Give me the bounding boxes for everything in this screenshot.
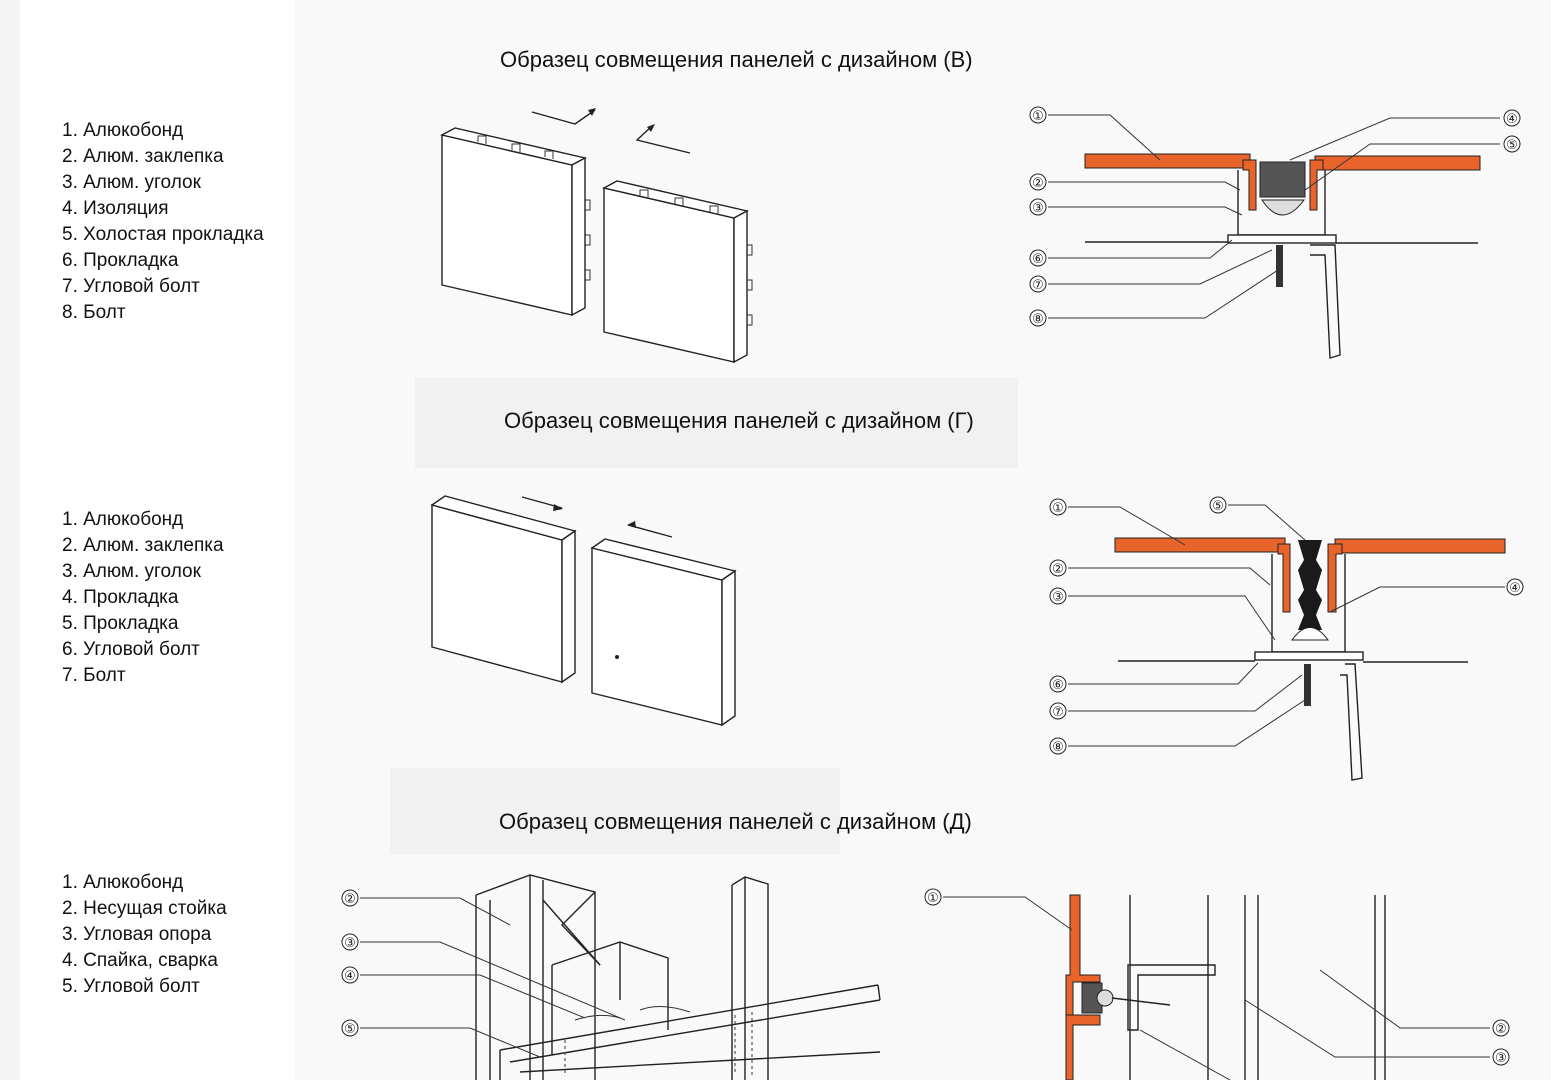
callout-5: ⑤ <box>1212 499 1224 514</box>
callout-7: ⑦ <box>1052 705 1064 720</box>
legend-item: 6. Прокладка <box>62 250 179 271</box>
legend-item: 7. Угловой болт <box>62 276 200 297</box>
title-band-d <box>390 768 840 854</box>
callout-6: ⑥ <box>1052 678 1064 693</box>
legend-item: 2. Несущая стойка <box>62 898 227 919</box>
joint-section-d: ① ② ③ <box>924 888 1510 1080</box>
legend-item: 6. Угловой болт <box>62 639 200 660</box>
title-band-g <box>415 378 1018 468</box>
callout-3: ③ <box>1032 201 1044 216</box>
legend-item: 1. Алюкобонд <box>62 872 184 893</box>
callout-2: ② <box>1495 1022 1507 1037</box>
section-title-d: Образец совмещения панелей с дизайном (Д… <box>499 809 972 834</box>
callout-5: ⑤ <box>344 1022 356 1037</box>
legend-item: 3. Алюм. уголок <box>62 172 201 193</box>
legend-item: 3. Угловая опора <box>62 924 212 945</box>
callout-4: ④ <box>1506 112 1518 127</box>
callout-8: ⑧ <box>1032 312 1044 327</box>
section-title-g: Образец совмещения панелей с дизайном (Г… <box>504 408 974 433</box>
callout-8: ⑧ <box>1052 740 1064 755</box>
callout-7: ⑦ <box>1032 278 1044 293</box>
joint-section-v: ① ② ③ ④ ⑤ ⑥ ⑦ ⑧ <box>1029 106 1521 359</box>
joint-section-g: ① ② ③ ④ ⑤ ⑥ ⑦ ⑧ <box>1049 496 1524 781</box>
legend-item: 4. Прокладка <box>62 587 179 608</box>
legend-g: 1. Алюкобонд 2. Алюм. заклепка 3. Алюм. … <box>62 507 224 689</box>
callout-2: ② <box>344 892 356 907</box>
panels-isometric-v <box>440 108 753 364</box>
legend-v: 1. Алюкобонд 2. Алюм. заклепка 3. Алюм. … <box>62 118 264 326</box>
callout-3: ③ <box>1052 590 1064 605</box>
panels-isometric-g <box>430 495 737 727</box>
legend-item: 8. Болт <box>62 302 126 323</box>
callout-6: ⑥ <box>1032 252 1044 267</box>
legend-item: 2. Алюм. заклепка <box>62 535 224 556</box>
callout-1: ① <box>927 891 939 906</box>
legend-item: 4. Изоляция <box>62 198 169 219</box>
callout-4: ④ <box>344 969 356 984</box>
legend-d: 1. Алюкобонд 2. Несущая стойка 3. Углова… <box>62 870 227 1000</box>
legend-item: 1. Алюкобонд <box>62 120 184 141</box>
legend-item: 1. Алюкобонд <box>62 509 184 530</box>
callout-4: ④ <box>1509 581 1521 596</box>
legend-item: 4. Спайка, сварка <box>62 950 218 971</box>
section-title-v: Образец совмещения панелей с дизайном (В… <box>500 47 973 72</box>
callout-2: ② <box>1032 176 1044 191</box>
callout-1: ① <box>1052 501 1064 516</box>
callout-1: ① <box>1032 109 1044 124</box>
callout-3: ③ <box>344 936 356 951</box>
frame-isometric-d: ② ③ ④ ⑤ <box>341 874 881 1080</box>
legend-item: 5. Угловой болт <box>62 976 200 997</box>
callout-5: ⑤ <box>1506 138 1518 153</box>
legend-item: 2. Алюм. заклепка <box>62 146 224 167</box>
legend-background <box>20 0 295 1080</box>
callout-3: ③ <box>1495 1051 1507 1066</box>
callout-2: ② <box>1052 562 1064 577</box>
legend-item: 7. Болт <box>62 665 126 686</box>
legend-item: 3. Алюм. уголок <box>62 561 201 582</box>
legend-item: 5. Прокладка <box>62 613 179 634</box>
legend-item: 5. Холостая прокладка <box>62 224 264 245</box>
